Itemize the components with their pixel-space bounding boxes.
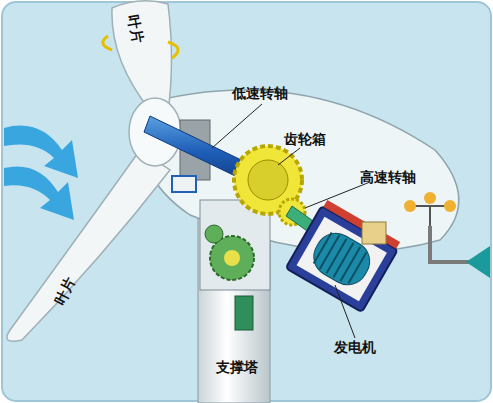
- part-label: 支撑塔: [216, 360, 258, 374]
- large-gear-hub: [248, 160, 288, 200]
- part-label: 齿轮箱: [284, 132, 326, 146]
- anemometer-post: [429, 206, 431, 226]
- controller-box: [362, 222, 386, 244]
- sensor-mast: [430, 226, 470, 262]
- anemometer-cup: [444, 200, 456, 212]
- leader-lines: [212, 104, 370, 338]
- part-label: 高速转轴: [360, 170, 416, 184]
- support-tower: [198, 200, 270, 403]
- part-label: 发电机: [334, 340, 376, 354]
- part-label: 低速转轴: [232, 86, 288, 100]
- yaw-gear-hub: [224, 250, 240, 266]
- blade: [112, 1, 172, 112]
- wind-arrows: [4, 126, 78, 220]
- yaw-pinion: [205, 225, 223, 243]
- blade: [7, 150, 170, 341]
- generator: [286, 199, 402, 312]
- wind-vane: [466, 246, 490, 278]
- bearing-base: [172, 176, 196, 192]
- anemometer-cup: [404, 200, 416, 212]
- rotation-arrow: [103, 36, 112, 50]
- yaw-motor: [235, 296, 253, 330]
- yaw-housing: [200, 200, 270, 290]
- anemometer-cup: [424, 192, 436, 204]
- nacelle: [139, 90, 459, 252]
- rotation-arrow: [168, 42, 178, 58]
